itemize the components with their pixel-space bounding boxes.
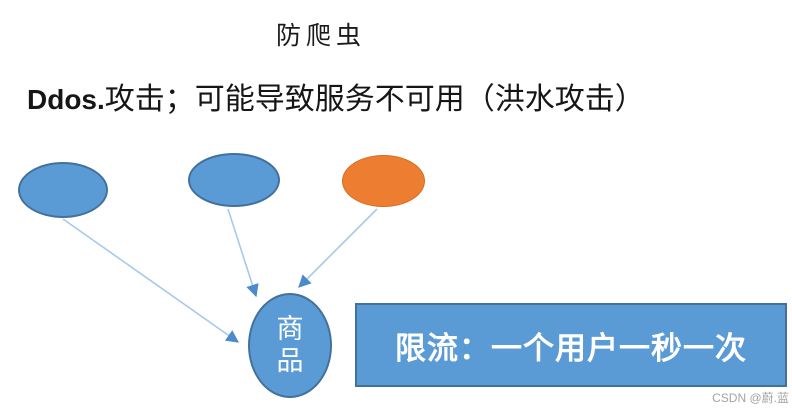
arrow-client1-to-product — [62, 218, 240, 343]
subtitle: Ddos.攻击；可能导致服务不可用（洪水攻击） — [27, 74, 645, 118]
watermark: CSDN @蔚.蓝 — [712, 391, 789, 405]
page-title: 防爬虫 — [276, 23, 367, 50]
arrow-attacker-to-product — [298, 208, 378, 288]
client-node-2 — [188, 153, 280, 207]
product-node-label: 商 品 — [276, 314, 304, 376]
attacker-node — [342, 155, 425, 207]
rate-limit-box: 限流：一个用户一秒一次 — [355, 303, 787, 387]
arrow-client2-to-product — [227, 208, 259, 298]
subtitle-latin-part: Ddos. — [27, 84, 105, 115]
product-node: 商 品 — [248, 293, 332, 398]
rate-limit-label: 限流：一个用户一秒一次 — [395, 330, 747, 366]
client-node-1 — [18, 162, 108, 218]
subtitle-cjk-part: 攻击；可能导致服务不可用（洪水攻击） — [104, 83, 645, 116]
